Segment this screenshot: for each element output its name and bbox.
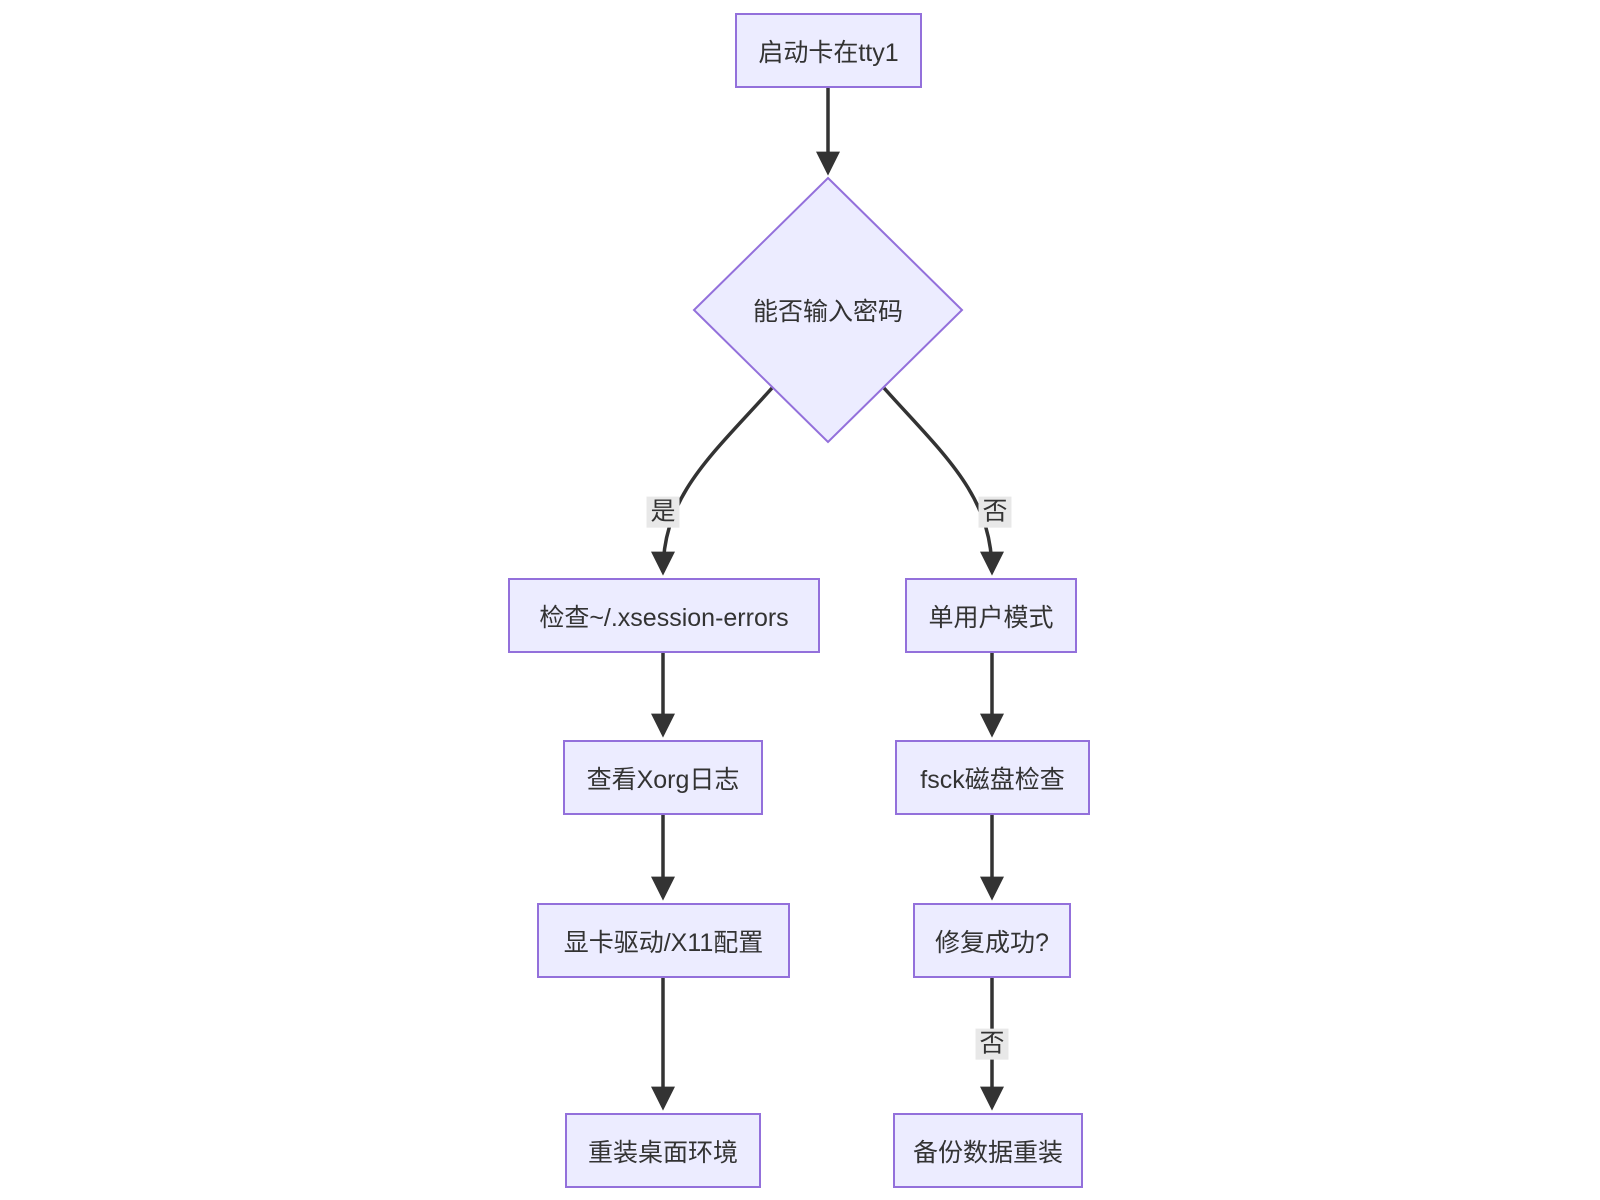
- node-check-xorg-log: 查看Xorg日志: [563, 740, 763, 815]
- edge-decision-to-l1-yes: [651, 386, 774, 576]
- node-repair-success-question: 修复成功?: [913, 903, 1071, 978]
- decision-can-enter-password: 能否输入密码: [728, 282, 928, 338]
- node-label: 单用户模式: [928, 603, 1054, 632]
- node-single-user-mode: 单用户模式: [905, 578, 1077, 653]
- node-label: fsck磁盘检查: [920, 765, 1065, 794]
- node-label: 备份数据重装: [912, 1138, 1063, 1167]
- node-label: 显卡驱动/X11配置: [563, 928, 764, 957]
- node-label: 修复成功?: [935, 928, 1049, 957]
- edge-label-yes: 是: [646, 496, 680, 528]
- node-label: 查看Xorg日志: [586, 765, 740, 794]
- edge-label-repair-no: 否: [975, 1028, 1009, 1060]
- edge-label-no: 否: [978, 496, 1012, 528]
- node-backup-data-reinstall: 备份数据重装: [893, 1113, 1083, 1188]
- node-label: 重装桌面环境: [587, 1138, 738, 1167]
- node-gpu-driver-x11-config: 显卡驱动/X11配置: [537, 903, 790, 978]
- node-label: 启动卡在tty1: [758, 38, 899, 67]
- node-boot-stuck-tty1: 启动卡在tty1: [735, 13, 922, 88]
- node-fsck-disk-check: fsck磁盘检查: [895, 740, 1090, 815]
- node-reinstall-desktop-env: 重装桌面环境: [565, 1113, 761, 1188]
- node-label: 能否输入密码: [752, 298, 903, 326]
- node-check-xsession-errors: 检查~/.xsession-errors: [508, 578, 820, 653]
- node-label: 检查~/.xsession-errors: [539, 603, 789, 632]
- edge-decision-to-r1-no: [882, 386, 1004, 576]
- decision-diamond-shape: [692, 176, 964, 444]
